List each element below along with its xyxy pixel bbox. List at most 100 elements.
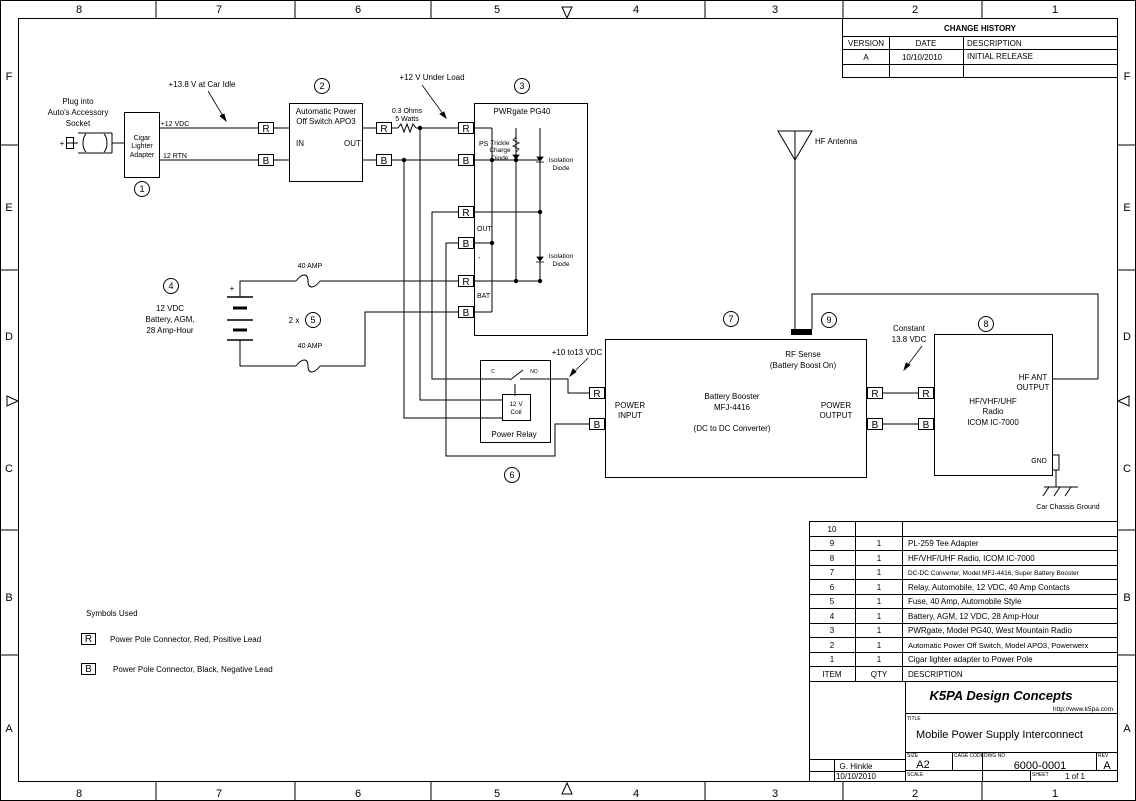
cigar-lighter-adapter xyxy=(124,112,160,178)
svg-text:9: 9 xyxy=(830,539,835,548)
svg-text:9: 9 xyxy=(826,315,831,325)
callout-bubble: 2 xyxy=(314,78,330,94)
callout-bubble: 3 xyxy=(514,78,530,94)
connector-red: R xyxy=(462,124,469,135)
title-block: K5PA Design Concepts http://www.k5pa.com… xyxy=(809,681,1118,782)
chassis-label: Car Chassis Ground xyxy=(1036,504,1100,511)
col-label-top: 5 xyxy=(494,4,500,16)
plug-label: Plug into xyxy=(62,97,94,106)
callout-bubble: 6 xyxy=(504,467,520,483)
power-input-label: INPUT xyxy=(618,411,642,420)
radio-label: ICOM IC-7000 xyxy=(967,418,1019,427)
isolation-label: Diode xyxy=(553,165,570,172)
col-label-top: 1 xyxy=(1052,4,1058,16)
drawing-date: 10/10/2010 xyxy=(836,772,877,781)
row-label-left: C xyxy=(5,463,13,475)
component-boxes xyxy=(124,103,1053,478)
row-label-left: D xyxy=(5,331,13,343)
change-history-table: CHANGE HISTORY VERSION DATE DESCRIPTION … xyxy=(842,18,1118,78)
svg-text:2: 2 xyxy=(830,641,835,650)
svg-text:1: 1 xyxy=(139,184,144,194)
connector-red: R xyxy=(380,124,387,135)
dc-dc-label: (DC to DC Converter) xyxy=(694,424,771,433)
svg-text:ITEM: ITEM xyxy=(822,670,841,679)
rev-label: REV xyxy=(1098,753,1109,759)
fuse-label: 40 AMP xyxy=(298,343,323,350)
cage-label: CAGE CODE xyxy=(954,753,985,759)
battery-plus: + xyxy=(230,284,235,293)
col-label-bottom: 3 xyxy=(772,788,778,800)
row-label-right: B xyxy=(1123,592,1130,604)
battery-label: Battery, AGM, xyxy=(145,315,194,324)
callout-bubble: 9 xyxy=(821,312,837,328)
change-history-title: CHANGE HISTORY xyxy=(944,24,1017,33)
col-label-bottom: 1 xyxy=(1052,788,1058,800)
battery-label: 12 VDC xyxy=(156,304,184,313)
change-history-header: DATE xyxy=(916,39,937,48)
symbols-legend: Symbols Used R Power Pole Connector, Red… xyxy=(81,609,273,675)
callout-bubble: 5 xyxy=(305,312,321,328)
item-callouts: 1 2 3 4 5 6 7 8 9 xyxy=(134,78,994,483)
relay-no-label: NO xyxy=(530,369,538,375)
svg-text:Cigar lighter adapter to Power: Cigar lighter adapter to Power Pole xyxy=(908,655,1033,664)
apo3-switch xyxy=(289,103,363,182)
svg-text:7: 7 xyxy=(728,314,733,324)
legend-connector-black: B xyxy=(85,664,92,675)
svg-text:1: 1 xyxy=(877,597,882,606)
col-label-top: 4 xyxy=(633,4,639,16)
sheet-label: SHEET xyxy=(1032,772,1049,778)
svg-text:1: 1 xyxy=(877,539,882,548)
svg-text:Relay, Automobile, 12 VDC, 40: Relay, Automobile, 12 VDC, 40 Amp Contac… xyxy=(908,583,1070,592)
trickle-charge-diode xyxy=(512,136,520,161)
row-label-right: A xyxy=(1123,723,1131,735)
pg-minus-label: - xyxy=(478,255,481,262)
radio-label: HF/VHF/UHF xyxy=(969,397,1017,406)
rev-value: A xyxy=(1103,760,1111,772)
power-relay xyxy=(480,360,551,443)
relay-c-label: C xyxy=(491,369,495,375)
legend-connector-red: R xyxy=(85,634,92,645)
col-label-bottom: 2 xyxy=(912,788,918,800)
svg-text:2: 2 xyxy=(319,81,324,91)
connector-black: B xyxy=(263,156,270,167)
rtn12-label: 12 RTN xyxy=(163,153,187,160)
power-pole-connectors xyxy=(258,122,934,430)
svg-text:1: 1 xyxy=(877,568,882,577)
drawing-title: Mobile Power Supply Interconnect xyxy=(916,729,1083,741)
isolation-label: Diode xyxy=(553,261,570,268)
connector-red: R xyxy=(593,389,600,400)
connector-black: B xyxy=(872,420,879,431)
connector-red: R xyxy=(871,389,878,400)
col-label-top: 6 xyxy=(355,4,361,16)
company-url: http://www.k5pa.com xyxy=(1053,706,1113,713)
connector-black: B xyxy=(594,420,601,431)
row-label-right: E xyxy=(1123,202,1130,214)
plug-icon xyxy=(66,133,108,153)
hf-antenna-label: HF Antenna xyxy=(815,137,858,146)
coil-label: Coil xyxy=(510,409,522,416)
bom-row: 10 xyxy=(828,525,837,534)
svg-text:PL-259 Tee Adapter: PL-259 Tee Adapter xyxy=(908,539,979,548)
change-history-header: VERSION xyxy=(848,39,884,48)
car-idle-label: +13.8 V at Car Idle xyxy=(169,80,236,89)
svg-text:1: 1 xyxy=(877,554,882,563)
svg-text:8: 8 xyxy=(983,319,988,329)
icom-ic7000-radio xyxy=(934,334,1053,476)
connector-black: B xyxy=(381,156,388,167)
legend-red-text: Power Pole Connector, Red, Positive Lead xyxy=(110,635,261,644)
svg-text:6: 6 xyxy=(830,583,835,592)
cigar-label: Adapter xyxy=(130,152,155,159)
title-label: TITLE xyxy=(907,716,921,722)
svg-text:10: 10 xyxy=(828,525,837,534)
vdc12-label: +12 VDC xyxy=(161,121,190,128)
svg-text:Fuse, 40 Amp, Automobile Style: Fuse, 40 Amp, Automobile Style xyxy=(908,597,1022,606)
scale-label: SCALE xyxy=(907,772,924,778)
apo3-label: Automatic Power xyxy=(296,107,357,116)
company-name: K5PA Design Concepts xyxy=(929,688,1072,703)
connector-red: R xyxy=(922,389,929,400)
callout-bubble: 4 xyxy=(163,278,179,294)
